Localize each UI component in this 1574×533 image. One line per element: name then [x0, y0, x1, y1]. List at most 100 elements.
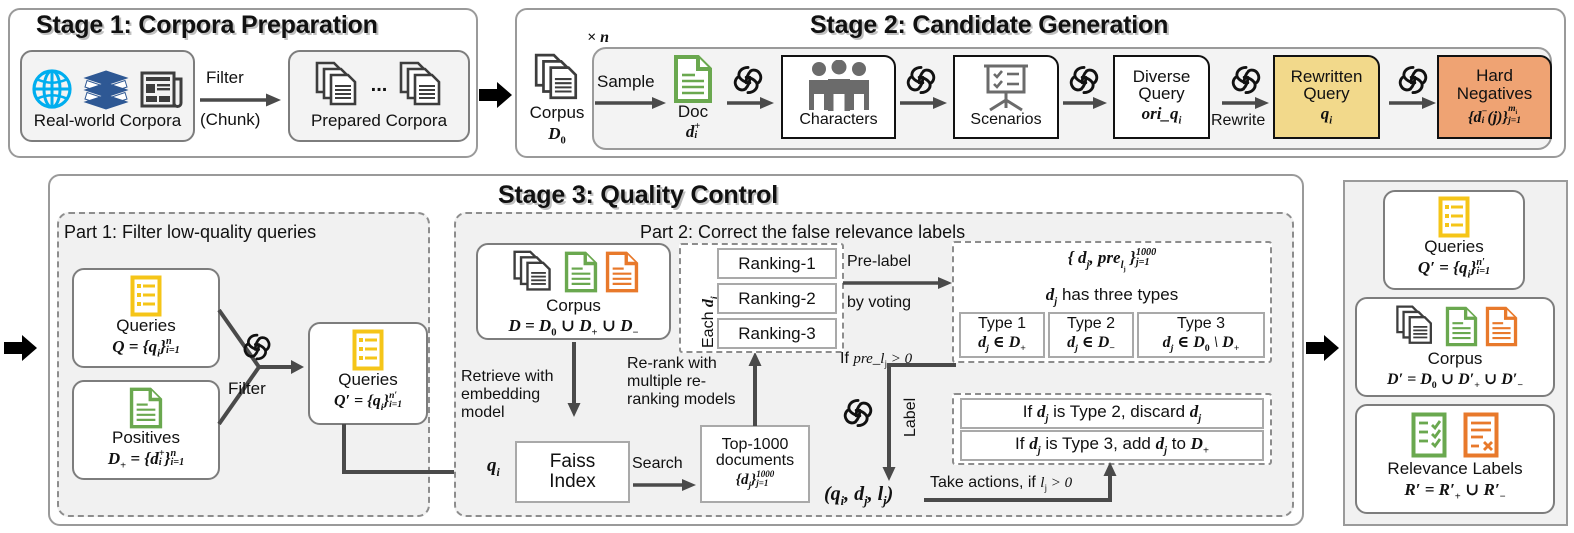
part2-triple: (qi, dj, lj): [824, 483, 894, 508]
output-relevance-label: Relevance Labels: [1387, 459, 1523, 478]
people-group-icon: [803, 60, 875, 112]
stage2-llm-2: [903, 62, 939, 103]
stage2-doc-math: d+i: [685, 120, 701, 142]
rewritten-query-line2: Query: [1303, 84, 1350, 104]
newspaper-icon: [139, 68, 185, 110]
part2-rerank-arrow: [748, 352, 762, 431]
part2-ranking-2: Ranking-2: [717, 283, 837, 314]
stage2-llm-4: [1228, 62, 1264, 103]
part2-type-2: Type 2 dj ∈ D−: [1048, 312, 1134, 358]
yellow-list-icon: [1438, 196, 1470, 238]
part2-corpus-math: D = D0 ∪ D+ ∪ D−: [508, 315, 639, 338]
documents-stack-icon: [395, 60, 447, 110]
openai-llm-icon: [906, 65, 936, 95]
stage2-characters-node: Characters: [781, 55, 896, 139]
stage3-part1-title: Part 1: Filter low-quality queries: [64, 222, 317, 242]
output-queries-math: Q′ = {qi}n′i=1: [1417, 256, 1491, 281]
part2-types-subheader: dj has three types: [1045, 285, 1179, 308]
stage1-filter-label: Filter: [206, 68, 244, 87]
openai-llm-icon: [843, 398, 873, 428]
prepared-corpora-node: ... Prepared Corpora: [288, 50, 470, 142]
stage2-corpus-math: D0: [548, 123, 566, 147]
green-document-icon: [1445, 306, 1478, 347]
stage2-llm-3: [1066, 62, 1102, 103]
top1000-line2: documents: [715, 452, 795, 470]
hard-negatives-line2: Negatives: [1456, 83, 1533, 103]
faiss-line1: Faiss: [549, 451, 596, 473]
stage2-sample-label: Sample: [597, 72, 655, 91]
green-document-icon: [564, 251, 598, 293]
real-world-corpora-label: Real-world Corpora: [33, 111, 182, 130]
type-1-name: Type 1: [977, 314, 1027, 332]
openai-llm-icon: [1231, 65, 1261, 95]
stage1-filter-arrow: [200, 92, 282, 113]
part2-actions-arrow: [924, 462, 1118, 509]
ranking-1-label: Ranking-1: [738, 253, 816, 273]
part2-corpus-to-faiss-arrow: [567, 342, 581, 423]
part2-label-arrow: [880, 363, 960, 488]
globe-icon: [31, 68, 73, 110]
part1-positives-label: Positives: [111, 428, 181, 447]
part1-queries-output-label: Queries: [338, 370, 398, 389]
part2-llm-icon-wrap: [840, 395, 876, 436]
part2-type-1: Type 1 dj ∈ D+: [959, 312, 1045, 358]
part2-search-arrow: [633, 478, 697, 497]
stage3-part2-title: Part 2: Correct the false relevance labe…: [640, 222, 966, 242]
documents-stack-icon: [509, 249, 557, 295]
stage2-arrow-rewritten-negatives: [1389, 96, 1437, 115]
diverse-query-line2: Query: [1138, 84, 1185, 104]
ranking-3-label: Ranking-3: [738, 323, 816, 343]
part1-queries-output-node: Queries Q′ = {qi}n′i=1: [308, 322, 428, 425]
stage2-sample-arrow: [595, 96, 667, 115]
stage2-doc-node: Doc d+i: [662, 55, 724, 153]
ranking-2-label: Ranking-2: [738, 288, 816, 308]
green-checklist-icon: [1411, 412, 1447, 458]
part2-faiss-index-node: Faiss Index: [515, 441, 630, 503]
stage1-to-stage2-arrow: [479, 80, 513, 115]
part2-search-label: Search: [632, 455, 683, 472]
part2-prelabel-arrow: [843, 276, 953, 295]
stage2-arrow-doc-characters: [727, 96, 775, 115]
part2-actions-label: Take actions, if lj > 0: [930, 474, 1073, 494]
stage1-title: Stage 1: Corpora Preparation: [36, 11, 378, 39]
stage2-corpus-label: Corpus: [529, 103, 585, 122]
orange-document-icon: [1485, 306, 1518, 347]
stage2-arrow-query-rewritten: [1222, 96, 1270, 115]
prepared-corpora-label: Prepared Corpora: [310, 111, 448, 130]
part1-llm-icon-wrap: [240, 330, 274, 369]
stage2-rewrite-label: Rewrite: [1211, 112, 1266, 129]
yellow-list-icon: [352, 329, 384, 371]
part2-label-arrow-text: Label: [902, 397, 919, 437]
part2-type-3: Type 3 dj ∈ D0 \ D+: [1137, 312, 1265, 358]
stage3-to-output-arrow: [1306, 333, 1340, 368]
stage2-doc-label: Doc: [677, 102, 709, 121]
part2-corpus-node: Corpus D = D0 ∪ D+ ∪ D−: [476, 243, 671, 340]
output-queries-node: Queries Q′ = {qi}n′i=1: [1383, 190, 1525, 290]
orange-document-icon: [605, 251, 639, 293]
part2-action-1: If dj is Type 2, discard dj: [960, 398, 1264, 429]
output-queries-label: Queries: [1424, 237, 1484, 256]
prepared-corpora-ellipsis: ...: [370, 73, 388, 96]
rewritten-query-line1: Rewritten: [1290, 66, 1363, 86]
orange-rejectlist-icon: [1463, 412, 1499, 458]
output-corpus-math: D′ = D0 ∪ D′+ ∪ D′−: [1387, 370, 1523, 391]
stage2-corpus-node: Corpus D0: [523, 52, 591, 152]
stage2-llm-5: [1395, 62, 1431, 103]
stage2-scenarios-label: Scenarios: [970, 111, 1042, 128]
type-2-name: Type 2: [1066, 314, 1116, 332]
action-1-text: If dj is Type 2, discard dj: [1022, 402, 1202, 425]
part2-ranking-3: Ranking-3: [717, 318, 837, 349]
presentation-board-icon: [976, 60, 1036, 112]
stage2-repeat-label: × n: [587, 29, 610, 46]
faiss-line2: Index: [549, 471, 596, 492]
stage2-characters-label: Characters: [799, 111, 878, 128]
stage2-diverse-query-node: Diverse Query ori_qi: [1113, 55, 1210, 139]
stage2-scenarios-node: Scenarios: [953, 55, 1059, 139]
stage2-llm-1: [730, 62, 766, 103]
